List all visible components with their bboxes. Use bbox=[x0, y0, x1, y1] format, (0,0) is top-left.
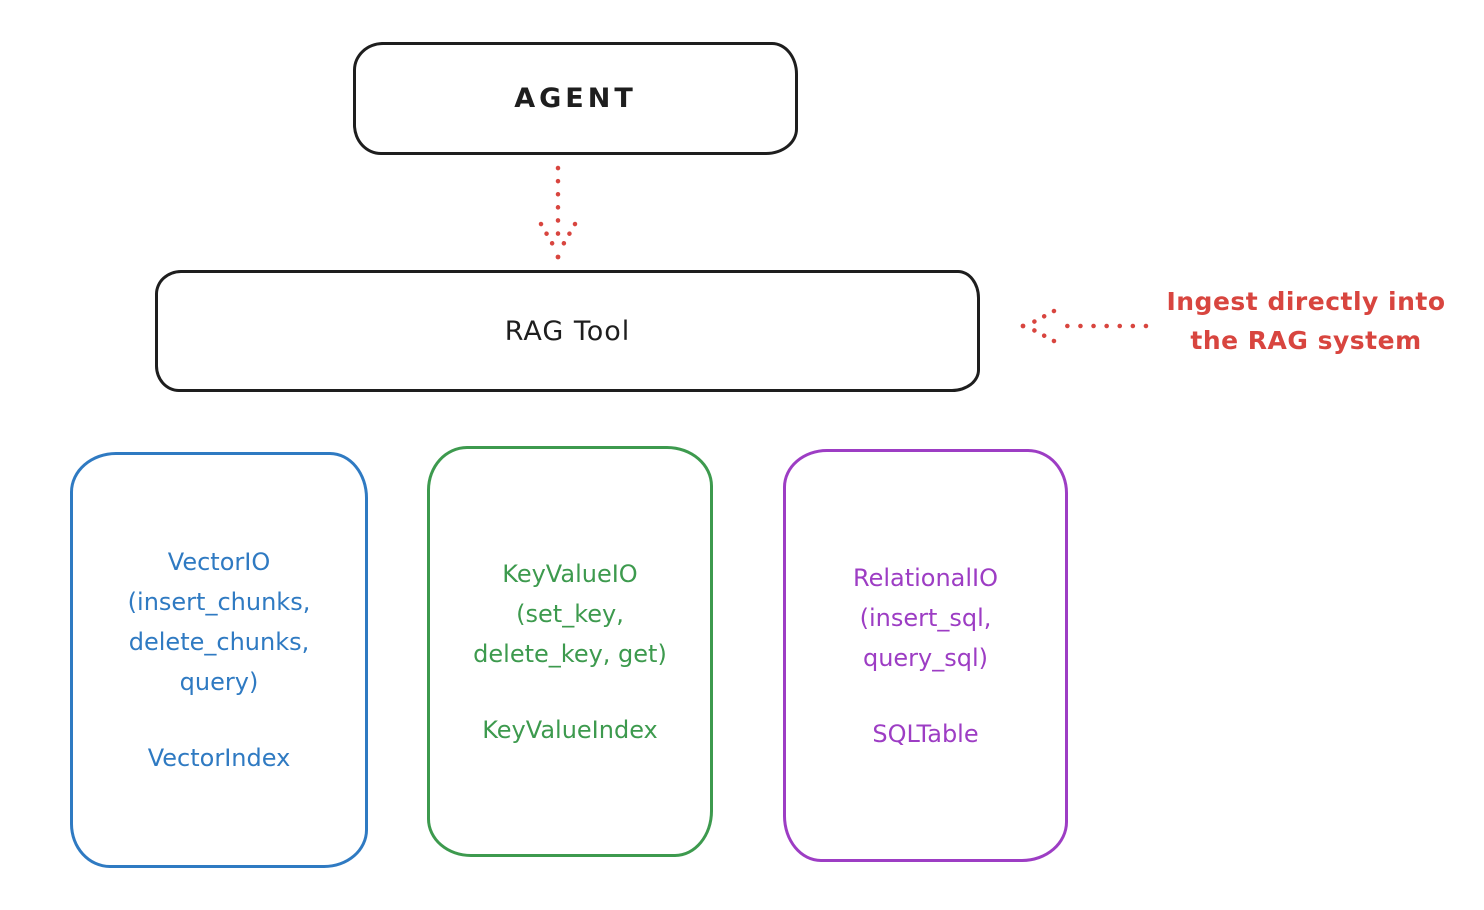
node-rag-tool: RAG Tool bbox=[155, 270, 980, 392]
relational-io-line-3: query_sql) bbox=[862, 643, 989, 672]
key-value-index-label: KeyValueIndex bbox=[482, 715, 658, 744]
agent-to-rag-tool-arrow bbox=[538, 165, 578, 260]
key-value-io-line-3: delete_key, get) bbox=[473, 639, 667, 668]
ingest-annotation-line-2: the RAG system bbox=[1190, 326, 1422, 355]
ingest-annotation-line-1: Ingest directly into bbox=[1166, 287, 1446, 316]
sql-table-label: SQLTable bbox=[872, 719, 979, 748]
node-agent: AGENT bbox=[353, 42, 798, 155]
agent-label: AGENT bbox=[514, 83, 637, 114]
key-value-io-line-2: (set_key, bbox=[516, 599, 624, 628]
vector-io-line-1: VectorIO bbox=[167, 548, 271, 576]
rag-tool-label: RAG Tool bbox=[504, 315, 631, 347]
relational-io-line-1: RelationalIO bbox=[852, 563, 999, 592]
relational-io-line-2: (insert_sql, bbox=[859, 603, 992, 632]
node-relational-io: RelationalIO (insert_sql, query_sql) SQL… bbox=[783, 449, 1068, 862]
vector-index-label: VectorIndex bbox=[147, 744, 291, 772]
ingest-annotation: Ingest directly into the RAG system bbox=[1138, 282, 1474, 360]
vector-io-line-2: (insert_chunks, bbox=[127, 588, 311, 616]
vector-io-line-4: query) bbox=[179, 668, 259, 696]
node-key-value-io: KeyValueIO (set_key, delete_key, get) Ke… bbox=[427, 446, 713, 857]
node-vector-io: VectorIO (insert_chunks, delete_chunks, … bbox=[70, 452, 368, 868]
vector-io-line-3: delete_chunks, bbox=[128, 628, 310, 656]
annotation-to-rag-tool-arrow bbox=[1020, 308, 1149, 344]
key-value-io-line-1: KeyValueIO bbox=[502, 559, 638, 588]
